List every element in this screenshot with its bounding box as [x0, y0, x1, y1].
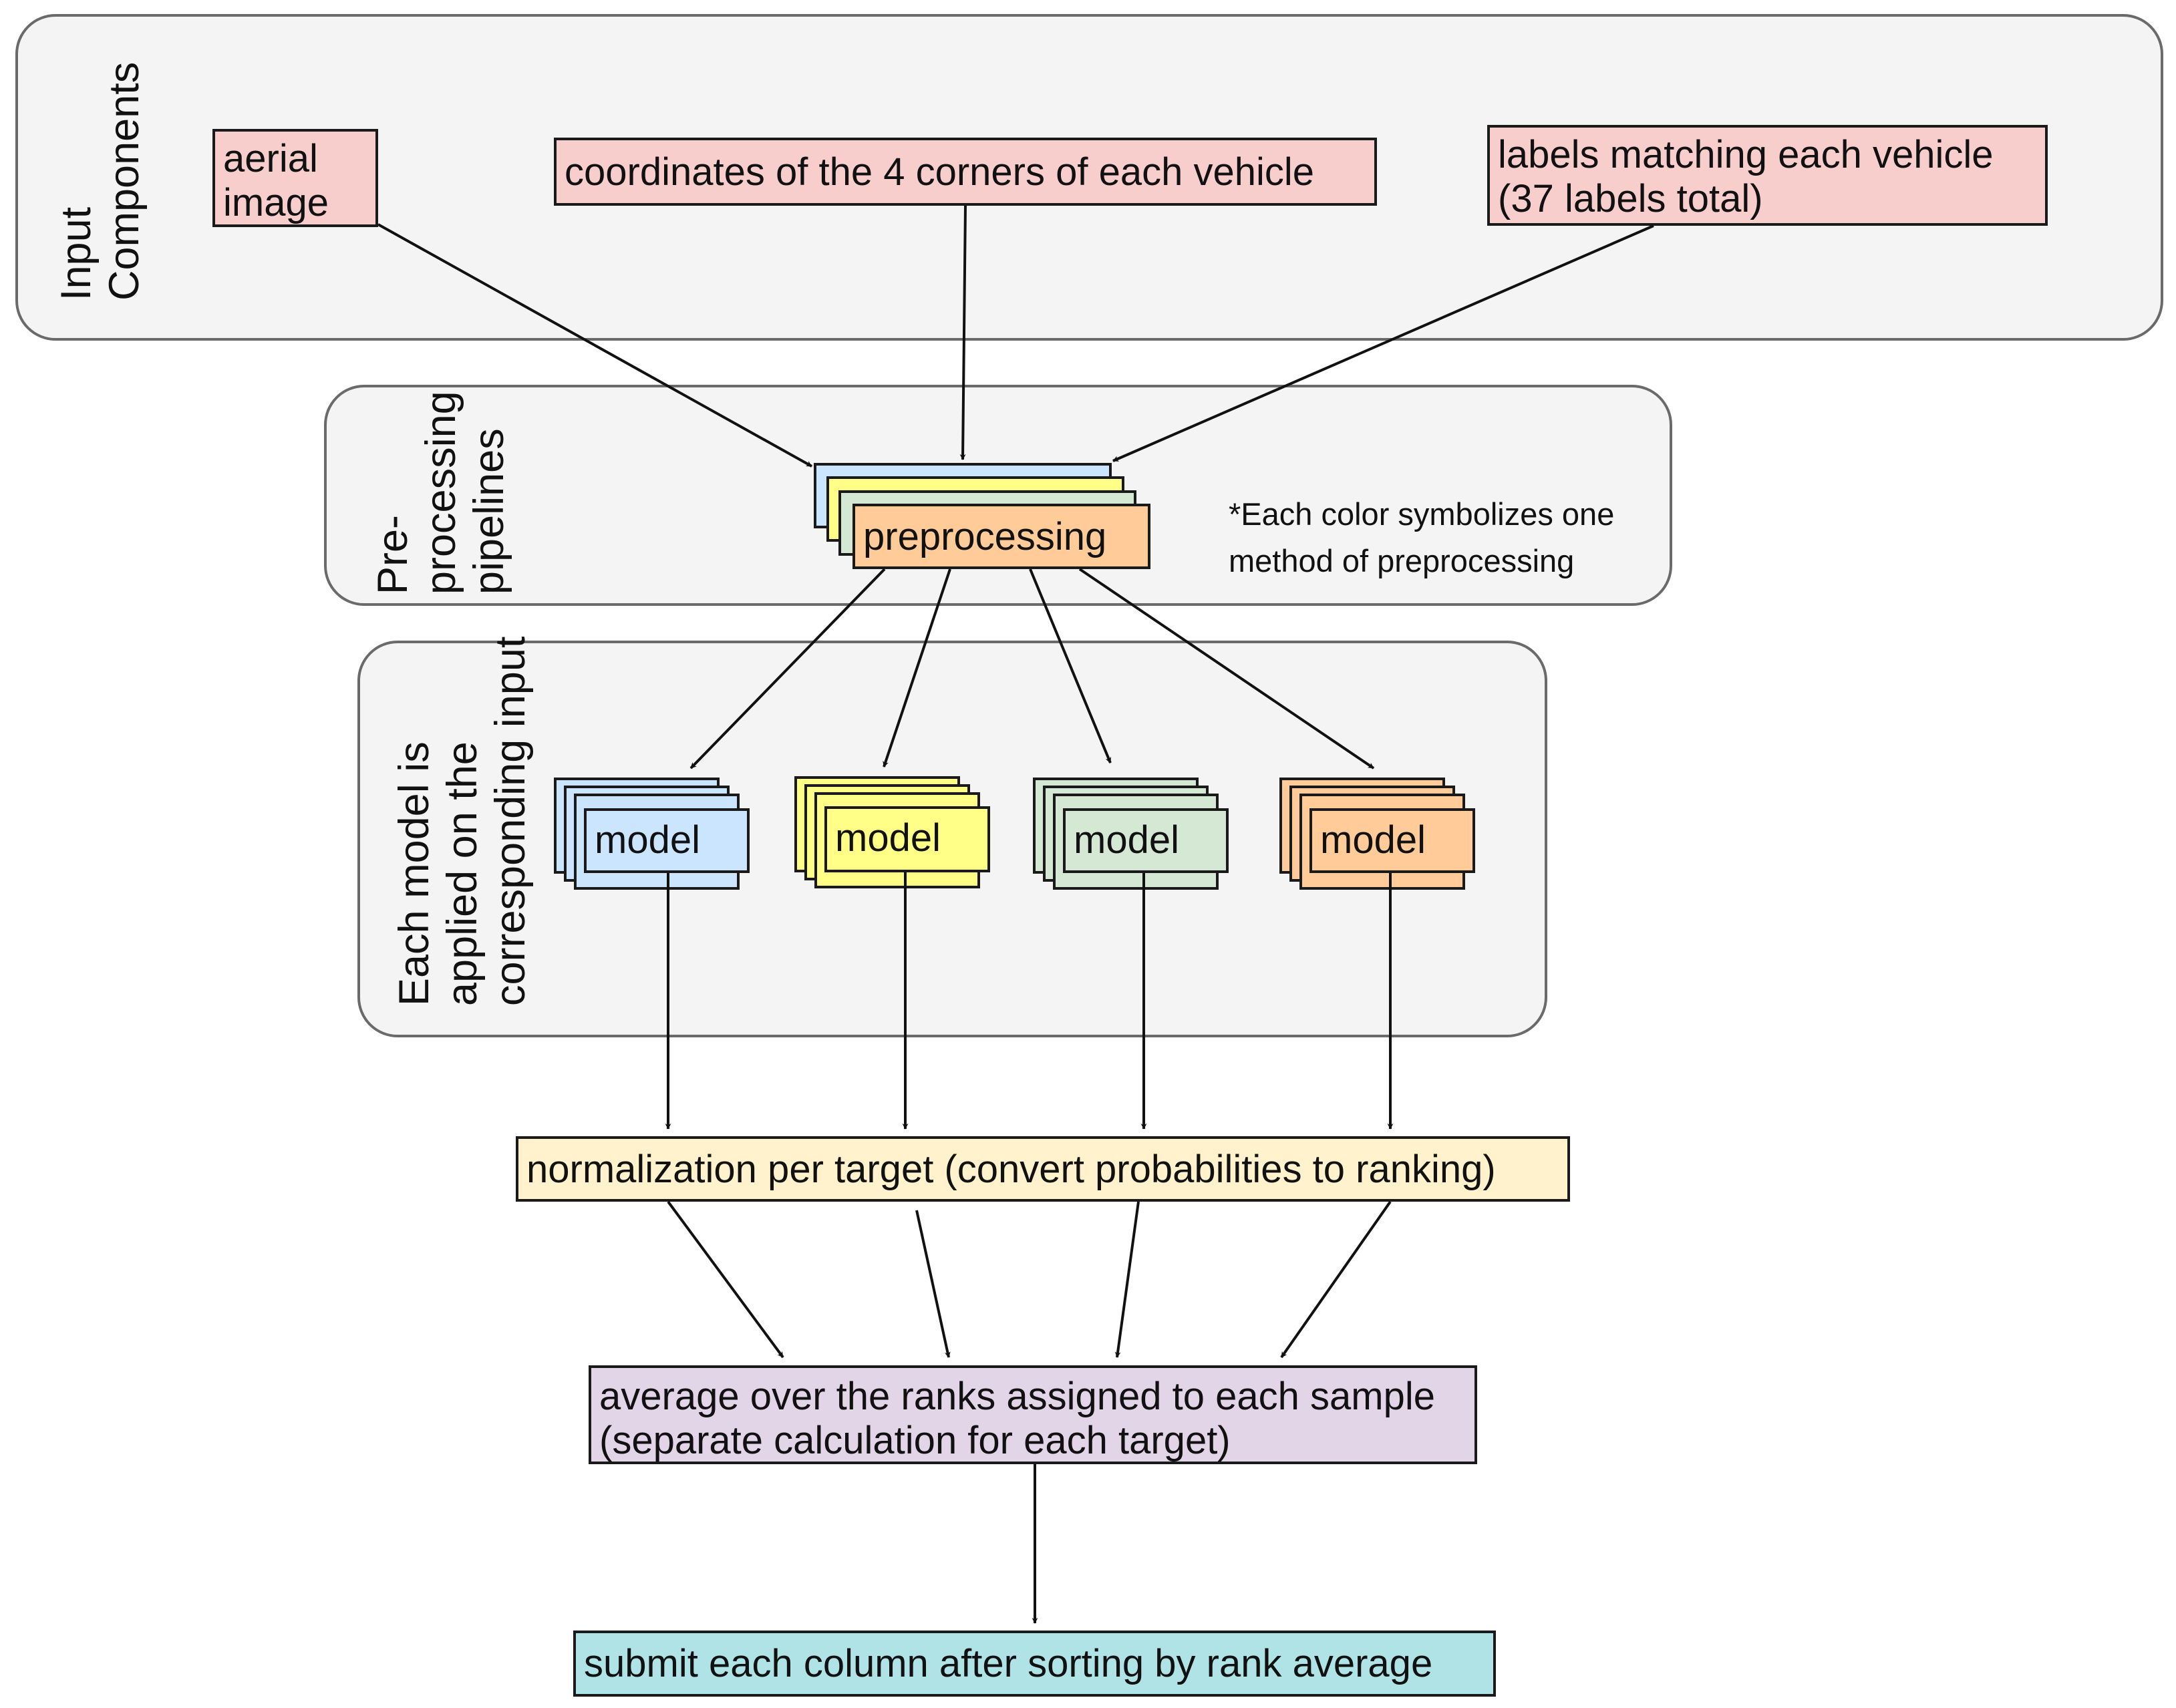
labels-line-1: labels matching each vehicle — [1498, 133, 1994, 176]
model-2-label: model — [835, 816, 941, 860]
arrow-coordinates-to-preprocessing — [959, 205, 967, 460]
arrow-preprocessing-to-model-3 — [1029, 568, 1112, 763]
preprocessing-note-line-1: *Each color symbolizes one — [1229, 496, 1615, 532]
model-4-label: model — [1320, 818, 1426, 862]
coordinates-text: coordinates of the 4 corners of each veh… — [565, 150, 1314, 194]
arrow-normalization-to-average-4 — [1280, 1200, 1392, 1359]
arrow-normalization-to-average-1 — [667, 1200, 784, 1359]
model-3-box: model — [1063, 808, 1229, 873]
average-box: average over the ranks assigned to each … — [589, 1365, 1477, 1464]
normalization-text: normalization per target (convert probab… — [526, 1148, 1496, 1191]
coordinates-box: coordinates of the 4 corners of each veh… — [554, 138, 1377, 206]
submit-box: submit each column after sorting by rank… — [573, 1631, 1496, 1697]
preprocessing-note-line-2: method of preprocessing — [1229, 543, 1575, 578]
preprocessing-box: preprocessing — [852, 504, 1150, 569]
labels-box: labels matching each vehicle (37 labels … — [1487, 125, 2048, 226]
model-2-box: model — [824, 806, 990, 872]
labels-line-2: (37 labels total) — [1498, 177, 1763, 220]
model-1-label: model — [595, 818, 700, 862]
arrow-aerial-to-preprocessing — [377, 223, 812, 468]
arrow-labels-to-preprocessing — [1112, 224, 1654, 462]
arrow-preprocessing-to-model-2 — [883, 568, 951, 767]
arrow-preprocessing-to-model-1 — [689, 568, 886, 770]
model-4-box: model — [1309, 808, 1475, 873]
submit-text: submit each column after sorting by rank… — [584, 1642, 1433, 1685]
preprocessing-label: preprocessing — [863, 515, 1107, 558]
preprocessing-note: *Each color symbolizes one method of pre… — [1229, 491, 1614, 584]
model-1-box: model — [584, 808, 750, 873]
arrow-preprocessing-to-model-4 — [1078, 568, 1375, 770]
normalization-box: normalization per target (convert probab… — [516, 1136, 1570, 1202]
model-3-label: model — [1074, 818, 1179, 862]
aerial-image-line-2: image — [223, 181, 329, 224]
aerial-image-box: aerial image — [212, 129, 378, 227]
aerial-image-line-1: aerial — [223, 137, 318, 180]
average-line-1: average over the ranks assigned to each … — [599, 1375, 1435, 1418]
arrow-normalization-to-average-2 — [915, 1210, 951, 1358]
arrow-normalization-to-average-3 — [1114, 1201, 1140, 1358]
average-line-2: (separate calculation for each target) — [599, 1419, 1231, 1462]
